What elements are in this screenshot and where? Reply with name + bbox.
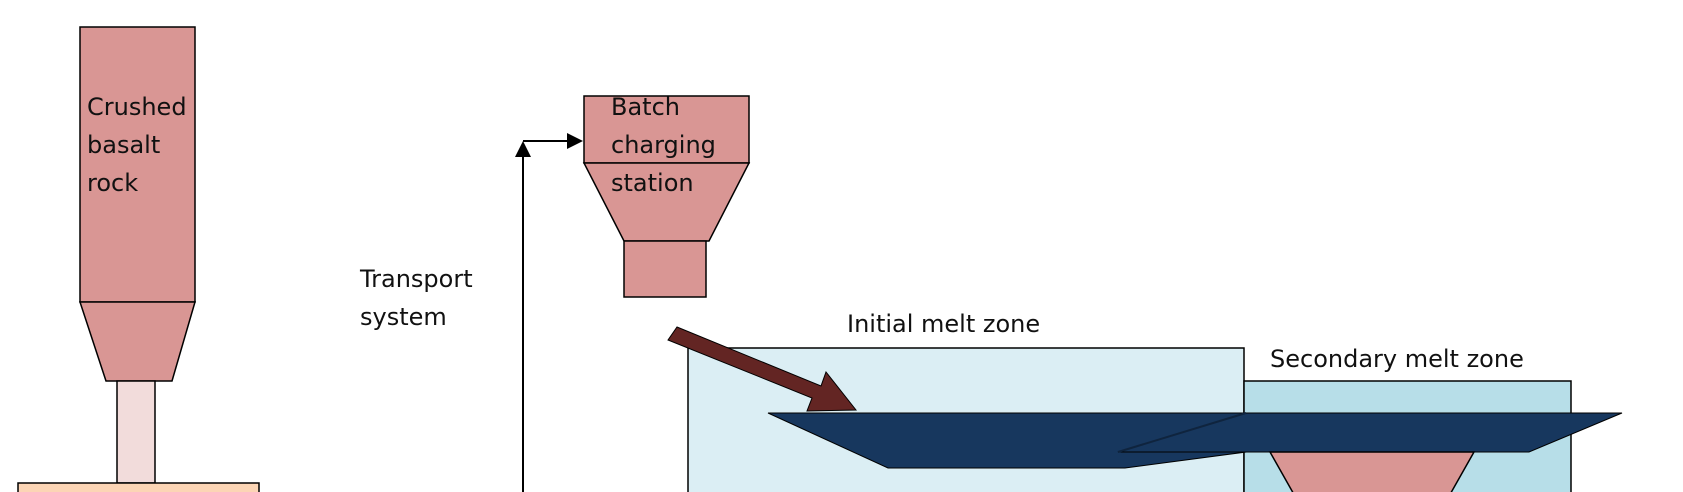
crushed-rock-silo xyxy=(79,26,196,303)
secondary-zone-outlet-cone xyxy=(1268,451,1476,492)
batch-station-label-line-3: station xyxy=(611,169,694,197)
crushed-rock-label-line-1: Crushed xyxy=(87,93,187,121)
secondary-melt-zone-label: Secondary melt zone xyxy=(1270,345,1524,373)
initial-melt-zone-label: Initial melt zone xyxy=(847,310,1041,338)
batch-station-box xyxy=(583,95,750,164)
batch-station-label-line-2: charging xyxy=(611,131,716,159)
crushed-rock-label-line-2: basalt xyxy=(87,131,161,159)
tray-seam xyxy=(1117,412,1247,453)
transport-up-arrowhead xyxy=(515,141,531,157)
initial-zone-tray xyxy=(767,412,1247,469)
batch-station-label-line-1: Batch xyxy=(611,93,680,121)
transport-label-line-1: Transport xyxy=(360,265,473,293)
transport-right-arrowhead xyxy=(567,133,583,149)
crushed-rock-silo-stem xyxy=(116,380,156,484)
crushed-rock-label-line-3: rock xyxy=(87,169,139,197)
crushed-rock-feeder-base xyxy=(17,482,260,492)
crushed-rock-silo-cone xyxy=(78,301,196,382)
batch-station-cone xyxy=(582,162,751,242)
feed-arrow xyxy=(667,326,858,412)
transport-label-line-2: system xyxy=(360,303,447,331)
batch-station-outlet xyxy=(623,240,707,298)
